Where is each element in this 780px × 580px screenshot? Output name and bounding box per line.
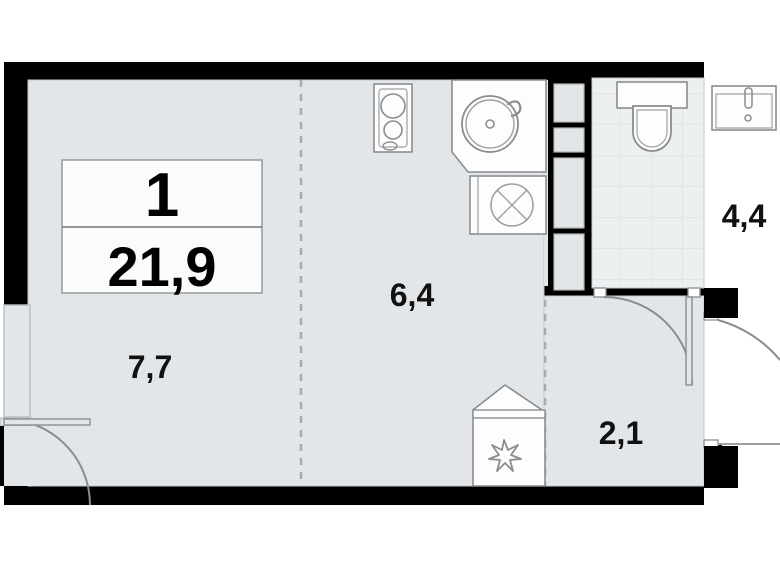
badge-room-count: 1 (145, 161, 179, 230)
badge-total-area: 21,9 (108, 235, 217, 298)
room-area-hallway: 2,1 (599, 415, 643, 451)
balcony-door[interactable] (3, 418, 91, 506)
niche-panel-1 (553, 83, 585, 123)
bathroom-door[interactable] (593, 287, 701, 386)
room-area-kitchen: 6,4 (390, 277, 435, 313)
hallway-floor (543, 295, 705, 487)
toilet-cistern (616, 81, 688, 109)
washing-machine (469, 175, 547, 235)
niche-panel-2 (553, 127, 585, 153)
toilet (632, 105, 672, 152)
niche-wall (548, 78, 588, 291)
cooktop-stove (373, 83, 413, 153)
niche-panel-4 (553, 233, 585, 291)
entry-wall-nib-top (704, 288, 738, 318)
entrance-door[interactable] (703, 311, 780, 449)
room-area-bathroom: 4,4 (722, 198, 767, 234)
kitchen-counter (451, 79, 547, 173)
kitchen-sink (461, 95, 522, 153)
balcony-opening (0, 304, 34, 486)
entry-wall-nib-bottom (704, 446, 738, 488)
bathroom-washbasin (711, 85, 777, 131)
summary-badge: 1 21,9 (61, 159, 263, 298)
refrigerator (472, 384, 546, 487)
niche-panel-3 (553, 157, 585, 229)
room-area-living: 7,7 (128, 349, 172, 385)
